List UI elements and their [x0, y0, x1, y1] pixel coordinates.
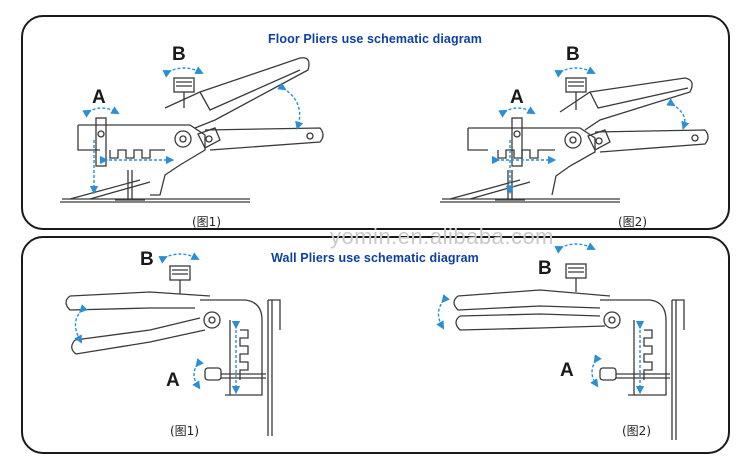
- floor-fig1-label-a: A: [92, 87, 106, 108]
- wall-fig2-label-a: A: [560, 360, 574, 381]
- wall-fig1-caption: (图1): [170, 424, 199, 438]
- floor-fig2-label-a: A: [510, 87, 524, 108]
- wall-pliers-fig1: [65, 265, 281, 436]
- floor-fig1-caption: (图1): [192, 215, 221, 229]
- floor-pliers-title: Floor Pliers use schematic diagram: [268, 32, 482, 46]
- floor-pliers-fig1: [60, 57, 324, 203]
- wall-pliers-fig1-arrows: [74, 252, 241, 395]
- floor-fig1-label-b: B: [172, 44, 186, 65]
- wall-fig2-label-b: B: [538, 258, 552, 279]
- wall-pliers-title: Wall Pliers use schematic diagram: [271, 251, 479, 265]
- floor-pliers-fig1-arrows: [82, 66, 304, 195]
- wall-pliers-fig2: [453, 263, 685, 440]
- floor-fig2-label-b: B: [566, 44, 580, 65]
- wall-pliers-fig2-arrows: [436, 242, 645, 395]
- wall-fig1-label-b: B: [140, 249, 154, 270]
- wall-pliers-panel: [21, 236, 730, 454]
- floor-pliers-fig2: [440, 77, 709, 203]
- floor-pliers-fig2-arrows: [491, 66, 690, 195]
- wall-fig2-caption: (图2): [622, 424, 651, 438]
- watermark: yomin.en.alibaba.com: [330, 224, 555, 249]
- wall-fig1-label-a: A: [166, 370, 180, 391]
- floor-fig2-caption: (图2): [618, 215, 647, 229]
- floor-pliers-panel: [21, 15, 730, 230]
